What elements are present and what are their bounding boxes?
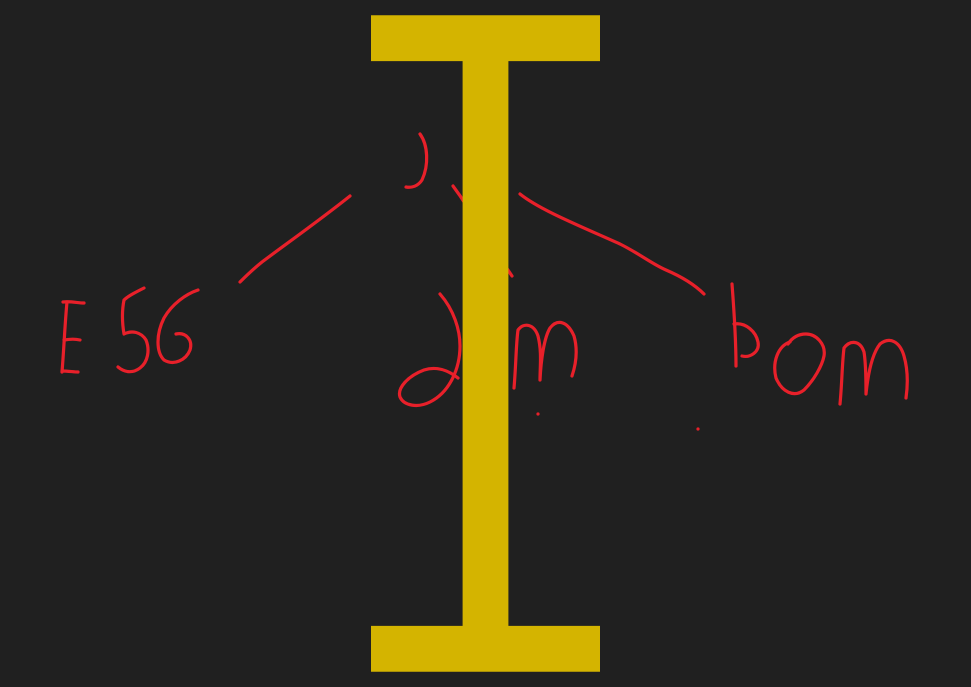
bom-letter-m: [838, 338, 909, 406]
dom-letter-m: [512, 320, 578, 390]
ink-dot-2: [696, 427, 700, 431]
es6-letter-6: [156, 288, 200, 364]
es6-letter-e-stem: [60, 300, 69, 374]
bom-letter-b-bowl: [732, 322, 760, 358]
bom-letter-o: [773, 332, 826, 396]
dom-letter-d: [397, 292, 462, 408]
edge-js-to-es6: [238, 194, 352, 284]
child-node-bom: [730, 282, 909, 406]
es6-letter-5: [116, 286, 150, 374]
child-node-es6: [60, 286, 200, 374]
ink-dot-1: [536, 412, 540, 416]
es6-letter-e-middle: [62, 337, 82, 342]
edge-js-to-bom: [518, 192, 706, 296]
es6-letter-e-bottom: [60, 369, 80, 374]
es6-letter-e-top: [61, 300, 86, 305]
root-letter-j: [404, 132, 429, 189]
